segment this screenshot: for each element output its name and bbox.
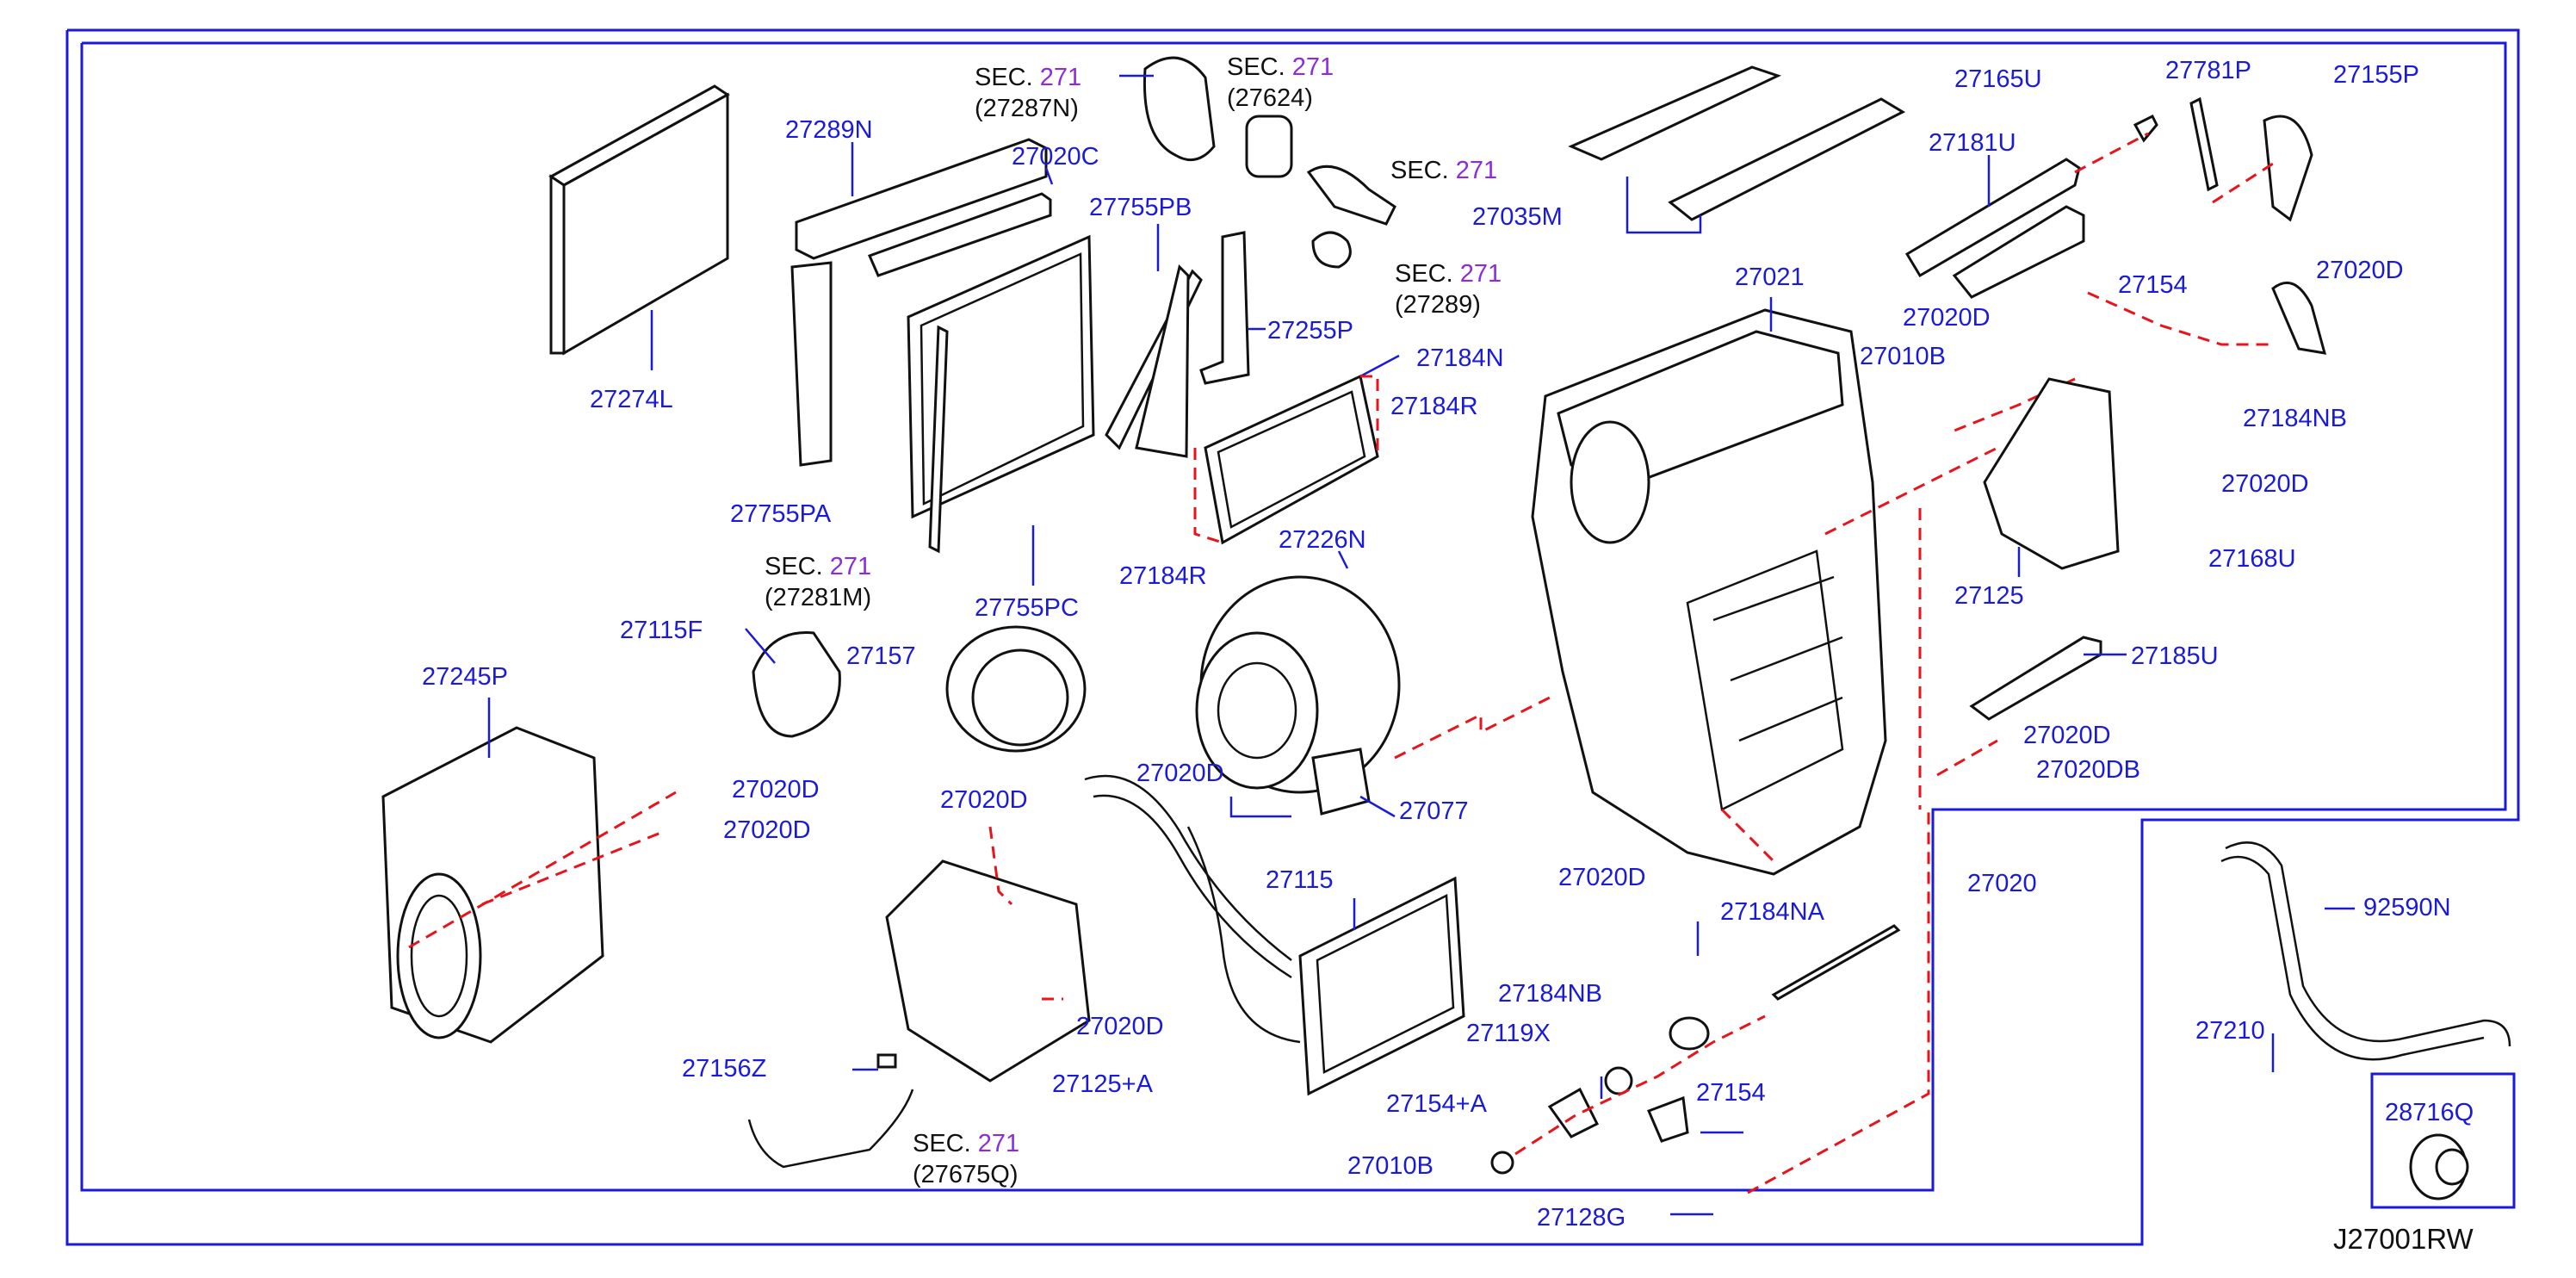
inset-box-28716q	[2370, 1072, 2516, 1209]
part-label-27184na: 27184NA	[1720, 898, 1824, 926]
section-ref-27675q: SEC. 271 (27675Q)	[913, 1130, 1020, 1189]
part-label-27020d-r1: 27020D	[2316, 257, 2404, 284]
part-label-27035m: 27035M	[1472, 203, 1563, 231]
part-label-27184nb-bottom: 27184NB	[1498, 980, 1602, 1008]
part-label-27128g: 27128G	[1537, 1204, 1626, 1231]
part-label-27755pb: 27755PB	[1089, 194, 1192, 221]
part-label-27125a: 27125+A	[1052, 1070, 1153, 1098]
fan-parts	[745, 625, 1087, 753]
frame-lines	[65, 28, 2520, 1246]
part-label-27185u: 27185U	[2131, 642, 2219, 670]
part-label-27020c: 27020C	[1012, 143, 1099, 171]
part-label-27020d-m3: 27020D	[1076, 1013, 1164, 1040]
part-label-27226n: 27226N	[1279, 526, 1366, 554]
part-label-27289n: 27289N	[785, 116, 873, 144]
part-label-27255p: 27255P	[1267, 317, 1353, 344]
part-label-27154-top: 27154	[2118, 271, 2188, 299]
part-label-27168u: 27168U	[2208, 545, 2296, 573]
brace-part	[1199, 231, 1266, 385]
pipe-fittings	[1119, 56, 1396, 269]
air-filter-part	[548, 84, 730, 370]
part-label-27781p: 27781P	[2165, 57, 2251, 84]
part-label-27245p: 27245P	[422, 663, 508, 691]
linkage-parts	[1904, 96, 2327, 432]
section-ref-27624: SEC. 271 (27624)	[1227, 53, 1334, 113]
part-label-27184n: 27184N	[1416, 344, 1504, 372]
part-label-27021: 27021	[1735, 264, 1805, 291]
evaporator-parts	[790, 138, 1203, 586]
seal-parts	[1568, 65, 1906, 234]
heater-core-part	[1084, 774, 1465, 1096]
section-ref-27287n: SEC. 271 (27287N)	[975, 64, 1082, 123]
part-label-27020d-m1: 27020D	[940, 786, 1028, 814]
part-label-27125: 27125	[1954, 582, 2024, 610]
filter-frame-part	[1193, 354, 1400, 545]
part-label-27184r-right: 27184R	[1390, 393, 1478, 420]
part-label-27184nb-right: 27184NB	[2243, 405, 2347, 432]
part-label-27119x: 27119X	[1466, 1020, 1551, 1047]
part-label-27020d-l1: 27020D	[732, 776, 820, 803]
part-label-27010b-top: 27010B	[1860, 343, 1946, 370]
part-label-27077: 27077	[1399, 797, 1469, 825]
part-label-27154-bottom: 27154	[1696, 1079, 1766, 1107]
diagram-code: J27001RW	[2333, 1223, 2474, 1255]
air-inlet-part	[381, 698, 677, 1044]
part-label-27020d-m2: 27020D	[1136, 760, 1224, 787]
main-unit-part	[1394, 297, 1887, 876]
wiring-parts	[747, 1053, 914, 1169]
part-label-27020d-m4: 27020D	[1558, 864, 1646, 891]
part-label-27020db: 27020DB	[2036, 756, 2140, 784]
lower-housing-part	[885, 826, 1091, 1083]
part-label-27020d-l2: 27020D	[723, 816, 811, 844]
section-ref-271: SEC. 271	[1390, 157, 1498, 184]
part-label-27020: 27020	[1967, 870, 2037, 897]
part-label-27181u: 27181U	[1929, 129, 2016, 157]
section-ref-27281m: SEC. 271 (27281M)	[765, 553, 872, 612]
part-label-27165u: 27165U	[1954, 65, 2042, 93]
part-label-28716q: 28716Q	[2385, 1099, 2474, 1126]
part-label-27210: 27210	[2195, 1017, 2265, 1045]
part-label-27020d-r3: 27020D	[2221, 470, 2309, 498]
blower-motor-part	[1195, 550, 1401, 794]
part-label-27184r-left: 27184R	[1119, 562, 1207, 590]
case-seal-part	[1969, 636, 2127, 721]
part-label-27115f: 27115F	[620, 617, 703, 644]
part-label-27157: 27157	[846, 642, 916, 670]
bottom-fittings	[1490, 810, 1930, 1216]
part-label-27755pa: 27755PA	[730, 500, 832, 528]
part-label-27154a: 27154+A	[1386, 1090, 1487, 1118]
part-label-27115: 27115	[1266, 866, 1334, 894]
part-label-92590n: 92590N	[2363, 894, 2451, 921]
drain-hose-part	[2220, 841, 2511, 1200]
part-label-27755pc: 27755PC	[975, 594, 1079, 622]
part-label-27020d-r2: 27020D	[1903, 304, 1991, 332]
section-ref-27289: SEC. 271 (27289)	[1395, 260, 1502, 320]
part-label-27010b-bottom: 27010B	[1347, 1152, 1434, 1180]
part-label-27274l: 27274L	[590, 386, 673, 413]
part-label-27020d-r4: 27020D	[2023, 722, 2111, 749]
part-label-27155p: 27155P	[2333, 61, 2419, 89]
part-label-27156z: 27156Z	[682, 1055, 767, 1083]
right-housing-part	[1824, 377, 2120, 810]
resistor-part	[1229, 748, 1396, 818]
